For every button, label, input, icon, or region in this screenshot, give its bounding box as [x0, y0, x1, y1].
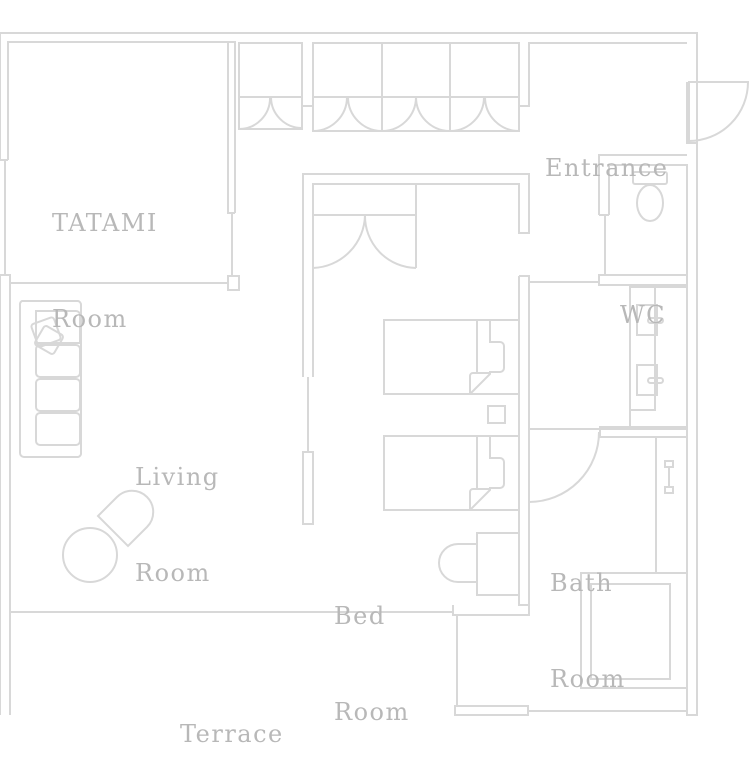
room-label-terrace: Terrace [180, 720, 284, 748]
desk-and-chair [438, 532, 520, 596]
terrace-walls [454, 615, 687, 716]
outer-walls [0, 32, 698, 716]
entry-door [688, 81, 750, 143]
sofa [18, 300, 82, 458]
twin-beds [383, 319, 520, 511]
toilet [632, 171, 668, 222]
tatami-room-walls [10, 42, 240, 291]
floor-plan [0, 32, 750, 716]
room-label-tatami: TATAMI Room [52, 209, 158, 333]
room-label-wc: WC [620, 301, 667, 329]
cushions [30, 316, 64, 355]
round-table [62, 527, 118, 583]
room-label-bed: Bed Room [334, 602, 410, 726]
closet-doors [238, 42, 687, 132]
wc-walls [529, 154, 688, 286]
room-label-bath: Bath Room [550, 569, 626, 693]
bathtub [580, 572, 688, 689]
room-label-entrance: Entrance [545, 154, 669, 182]
lounge-chair [96, 489, 155, 548]
room-label-living: Living Room [135, 463, 220, 587]
double-vanity [529, 286, 688, 438]
